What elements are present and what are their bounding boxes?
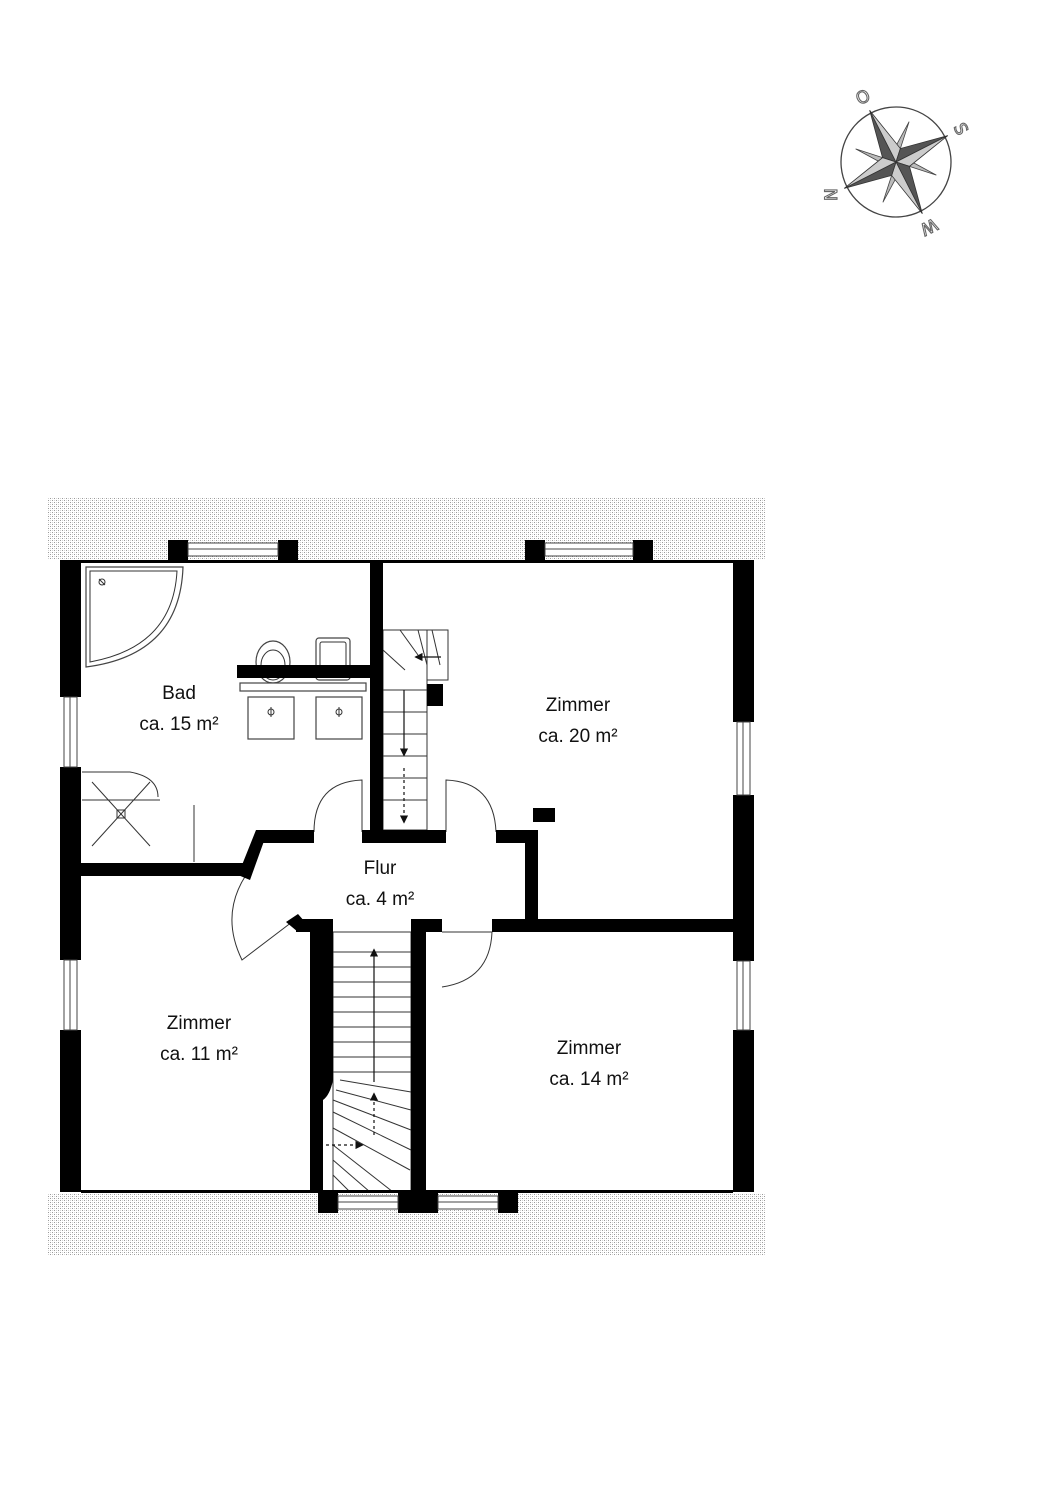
room-name: Zimmer	[546, 695, 611, 716]
room-area: ca. 4 m²	[346, 889, 415, 910]
compass-rose-icon: N O S W	[821, 85, 972, 239]
bathroom-fixtures	[82, 566, 367, 862]
room-area: ca. 15 m²	[139, 714, 218, 735]
roof-band-top	[48, 497, 765, 560]
room-flur: Flur ca. 4 m²	[346, 858, 415, 910]
room-area: ca. 11 m²	[160, 1044, 238, 1065]
compass-east-label: O	[853, 86, 874, 110]
compass-south-label: S	[949, 120, 972, 139]
windows	[63, 542, 751, 1210]
door-swings	[231, 779, 497, 988]
room-name: Flur	[364, 858, 397, 879]
room-zimmer-se: Zimmer ca. 14 m²	[549, 1038, 628, 1090]
walls	[60, 540, 754, 1213]
room-zimmer-ne: Zimmer ca. 20 m²	[538, 695, 617, 747]
room-name: Bad	[162, 683, 196, 704]
attic-stair	[382, 629, 449, 831]
main-stair	[332, 931, 412, 1193]
room-area: ca. 20 m²	[538, 726, 617, 747]
room-name: Zimmer	[167, 1013, 232, 1034]
compass-west-label: W	[916, 213, 940, 239]
room-area: ca. 14 m²	[549, 1069, 628, 1090]
room-zimmer-sw: Zimmer ca. 11 m²	[160, 1013, 238, 1065]
room-bad: Bad ca. 15 m²	[139, 683, 218, 735]
compass-north-label: N	[822, 188, 842, 201]
room-name: Zimmer	[557, 1038, 622, 1059]
